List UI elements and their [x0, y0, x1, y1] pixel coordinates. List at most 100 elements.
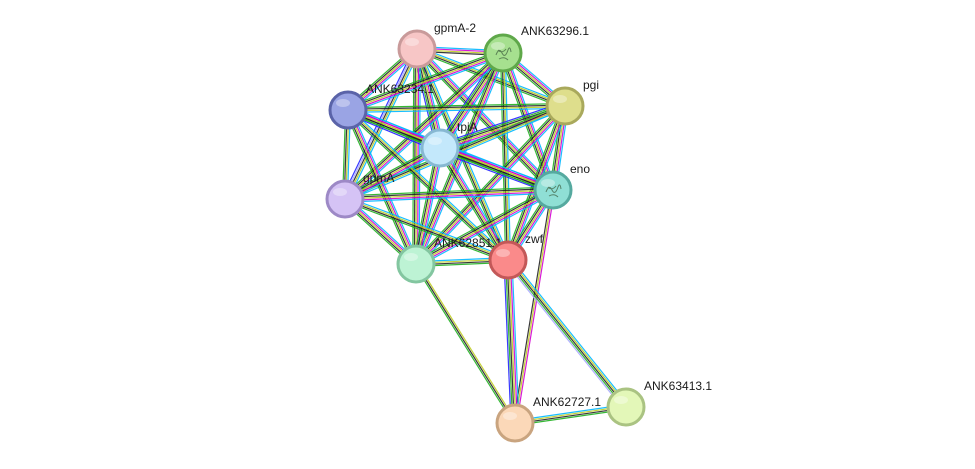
node-highlight: [333, 188, 347, 196]
edge-line-coexpression: [439, 148, 553, 192]
node-circle[interactable]: [533, 170, 573, 210]
edge-line-experimental: [440, 146, 510, 260]
node-ank62851-1[interactable]: ANK62851.1: [396, 236, 502, 284]
node-circle[interactable]: [325, 179, 365, 219]
node-highlight: [428, 137, 442, 145]
edge-line-experimental: [515, 190, 556, 424]
edge-line-neighborhood: [414, 186, 552, 262]
node-circle[interactable]: [488, 240, 528, 280]
node-circle[interactable]: [545, 86, 585, 126]
node-eno[interactable]: eno: [533, 162, 590, 210]
node-ank63413-1[interactable]: ANK63413.1: [606, 379, 712, 427]
edge-line-coexpression: [506, 260, 515, 424]
node-ank63234-1[interactable]: ANK63234.1: [328, 82, 434, 130]
edge-line-coexpression: [415, 263, 516, 424]
edge-line-coexpression: [347, 110, 508, 262]
edge-tpia-eno[interactable]: [438, 143, 555, 195]
edge-line-experimental: [345, 190, 554, 202]
edge-line-neighborhood: [414, 264, 515, 425]
edge-line-neighborhood: [436, 149, 506, 262]
edge-line-curated: [418, 148, 444, 265]
node-gpma-2[interactable]: gpmA-2: [397, 21, 476, 69]
edge-line-coexpression: [438, 148, 508, 262]
edge-line-coexpression: [413, 147, 440, 264]
edge-pgi-ank63234-1[interactable]: [347, 103, 566, 113]
node-gpma[interactable]: gpmA: [325, 171, 394, 219]
node-highlight: [491, 42, 505, 50]
edge-eno-gpma[interactable]: [344, 186, 554, 203]
edge-ank62851-1-ank62727-1[interactable]: [414, 262, 517, 425]
edge-line-textmining: [348, 106, 566, 112]
edge-line-fusion: [341, 47, 415, 198]
edge-tpia-zwf[interactable]: [436, 146, 512, 262]
edge-tpia-ank62851-1[interactable]: [412, 147, 444, 265]
node-circle[interactable]: [420, 128, 460, 168]
edge-line-textmining: [344, 52, 504, 200]
edge-line-textmining: [508, 258, 628, 407]
edge-line-neighborhood: [412, 48, 415, 264]
edge-line-fusion: [438, 151, 552, 195]
edge-line-coexpression: [344, 199, 508, 262]
edge-line-neighborhood: [342, 50, 502, 198]
edge-line-curated: [350, 108, 420, 263]
edge-zwf-ank63413-1[interactable]: [505, 257, 629, 410]
edge-line-coexpression: [507, 259, 627, 408]
node-label: gpmA-2: [434, 21, 476, 35]
edge-line-textmining: [503, 52, 510, 260]
node-circle[interactable]: [396, 244, 436, 284]
edge-line-coexpression: [344, 187, 553, 199]
node-circle[interactable]: [483, 33, 523, 73]
node-label: tpiA: [457, 120, 478, 134]
edge-line-coexpression: [512, 189, 553, 423]
node-highlight: [336, 99, 350, 107]
edge-line-curated: [417, 107, 568, 267]
edge-line-experimental: [417, 47, 555, 190]
edge-line-neighborhood: [500, 53, 507, 261]
edge-ank63296-1-zwf[interactable]: [500, 52, 511, 261]
edge-line-neighborhood: [506, 260, 626, 409]
edge-line-curated: [504, 52, 511, 260]
edge-line-textmining: [508, 259, 517, 423]
edge-line-experimental: [416, 190, 555, 266]
edge-line-experimental: [416, 148, 443, 265]
edge-line-fusion: [503, 260, 512, 424]
node-label: ANK63234.1: [366, 82, 434, 96]
edge-line-textmining: [514, 189, 554, 424]
node-circle[interactable]: [328, 90, 368, 130]
node-pgi[interactable]: pgi: [545, 78, 599, 126]
node-label: gpmA: [363, 171, 394, 185]
nodes-layer: gpmA-2 ANK63296.1 pgi ANK63234.1 tpiA eno gpmA…: [325, 21, 712, 443]
node-label: ANK62727.1: [533, 395, 601, 409]
edge-ank63296-1-ank63234-1[interactable]: [346, 49, 505, 114]
edge-eno-ank62851-1[interactable]: [414, 186, 555, 268]
edge-line-textmining: [347, 52, 504, 111]
edge-line-experimental: [416, 106, 567, 266]
edge-line-experimental: [509, 259, 518, 423]
node-ank62727-1[interactable]: ANK62727.1: [495, 395, 601, 443]
edge-line-neighborhood: [347, 103, 565, 109]
edge-line-neighborhood: [438, 149, 553, 193]
node-circle[interactable]: [397, 29, 437, 69]
edge-eno-ank62727-1[interactable]: [512, 189, 556, 424]
node-circle[interactable]: [606, 387, 646, 427]
node-zwf[interactable]: zwf: [488, 232, 544, 280]
edge-line-neighborhood: [439, 103, 565, 147]
edge-line-curated: [348, 55, 505, 114]
edge-line-textmining: [344, 189, 554, 200]
edge-ank63234-1-ank62851-1[interactable]: [344, 108, 420, 266]
node-tpia[interactable]: tpiA: [420, 120, 478, 168]
edge-gpma-zwf[interactable]: [343, 196, 510, 263]
node-ank63296-1[interactable]: ANK63296.1: [483, 24, 589, 73]
edge-line-experimental: [348, 109, 419, 264]
node-label: ANK62851.1: [434, 236, 502, 250]
node-circle[interactable]: [495, 403, 535, 443]
node-label: pgi: [583, 78, 599, 92]
edge-line-homology: [505, 261, 624, 410]
edge-line-coexpression: [347, 50, 503, 110]
edge-line-experimental: [440, 145, 555, 189]
edge-line-textmining: [347, 109, 417, 265]
edge-line-neighborhood: [345, 111, 507, 263]
edge-line-curated: [417, 192, 555, 268]
edge-zwf-ank62727-1[interactable]: [503, 259, 520, 424]
edge-line-neighborhood: [414, 50, 552, 193]
